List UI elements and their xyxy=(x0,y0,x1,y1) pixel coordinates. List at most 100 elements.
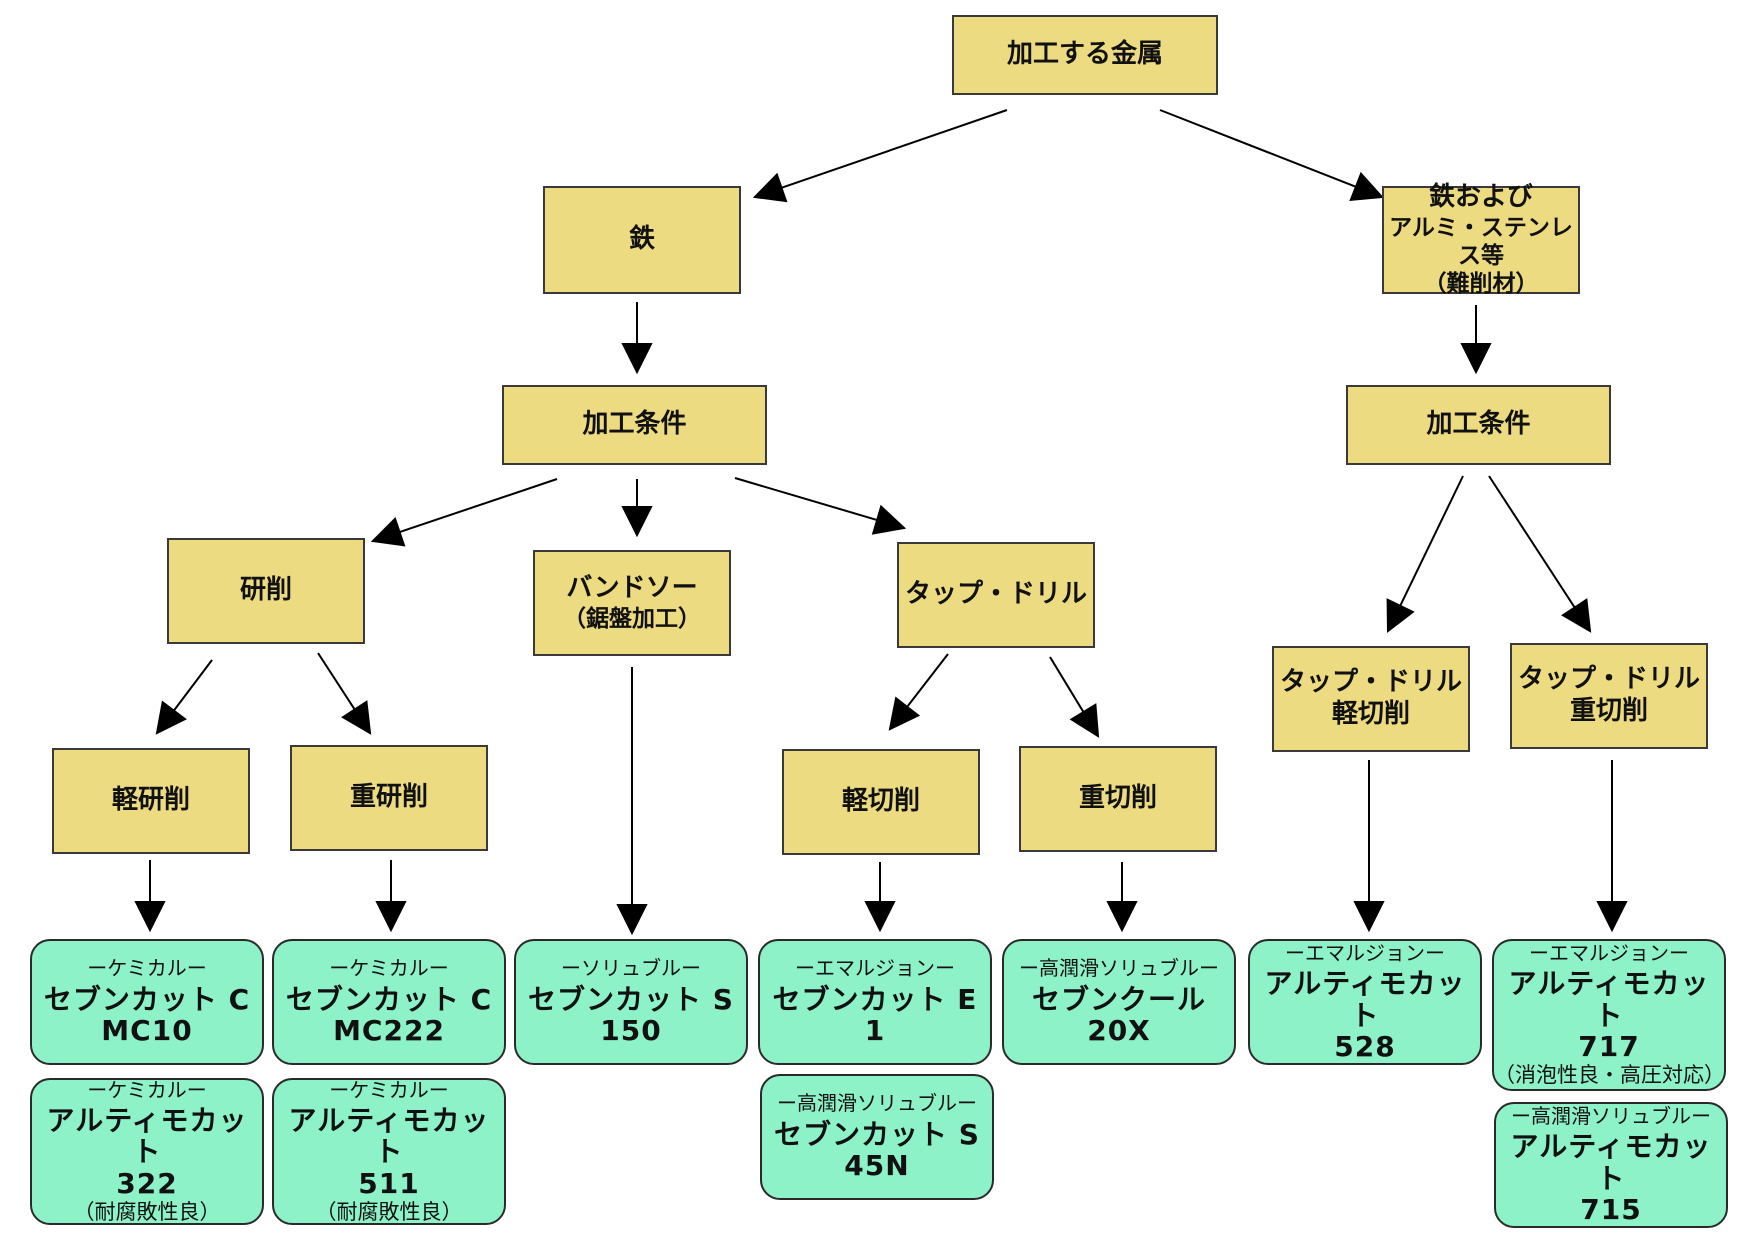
tap-drill-heavy-node: タップ・ドリル 重切削 xyxy=(1510,643,1708,749)
connector-arrow xyxy=(1488,475,1592,633)
product-name: アルティモカット xyxy=(1264,967,1466,1032)
light-cutting-node: 軽切削 xyxy=(782,749,980,855)
condition-left-label: 加工条件 xyxy=(582,409,687,440)
product-category: ー高潤滑ソリュブルー xyxy=(777,1091,977,1116)
connector-arrow xyxy=(1106,862,1138,933)
product-category: ーケミカルー xyxy=(329,956,449,981)
product-code: 715 xyxy=(1580,1192,1642,1226)
iron-node: 鉄 xyxy=(543,186,741,294)
bandsaw-line-1: バンドソー xyxy=(566,573,698,604)
hard-material-line-1: 鉄および xyxy=(1428,182,1533,213)
product-category: ーケミカルー xyxy=(87,1077,207,1102)
product-code: 45N xyxy=(844,1149,910,1183)
product-code: MC222 xyxy=(333,1014,445,1048)
connector-arrow xyxy=(888,653,949,731)
product-name: アルティモカット xyxy=(1510,1130,1712,1195)
tap-drill-label: タップ・ドリル xyxy=(904,579,1087,610)
product-name: アルティモカット xyxy=(46,1103,248,1169)
light-grinding-label: 軽研削 xyxy=(111,785,190,816)
connector-arrow xyxy=(864,862,896,933)
product-code: 1 xyxy=(864,1014,886,1048)
product-name: アルティモカット xyxy=(1508,967,1710,1032)
product-category: ーケミカルー xyxy=(87,956,207,981)
product-category: ー高潤滑ソリュブルー xyxy=(1019,956,1219,981)
tap-drill-heavy-line-2: 重切削 xyxy=(1569,696,1648,726)
tap-drill-light-node: タップ・ドリル 軽切削 xyxy=(1272,646,1470,752)
connector-arrow xyxy=(616,667,648,936)
product-card: ー高潤滑ソリュブルー セブンカット S 45N xyxy=(760,1074,994,1200)
connector-arrow xyxy=(752,109,1008,203)
product-name: セブンカット C xyxy=(285,982,493,1016)
connector-arrow xyxy=(734,477,907,535)
product-code: 322 xyxy=(116,1166,178,1200)
tap-drill-node: タップ・ドリル xyxy=(897,542,1095,648)
heavy-grinding-node: 重研削 xyxy=(290,745,488,851)
product-card: ーエマルジョンー アルティモカット 717 （消泡性良・高圧対応） xyxy=(1492,939,1726,1091)
connector-arrow xyxy=(1049,656,1100,738)
product-card: ーエマルジョンー セブンカット E 1 xyxy=(758,939,992,1065)
product-category: ー高潤滑ソリュブルー xyxy=(1511,1103,1711,1128)
grinding-node: 研削 xyxy=(167,538,365,644)
condition-right-node: 加工条件 xyxy=(1346,385,1611,465)
connector-arrow xyxy=(134,860,166,933)
product-card: ー高潤滑ソリュブルー セブンクール 20X xyxy=(1002,939,1236,1065)
product-category: ーエマルジョンー xyxy=(1529,941,1689,965)
product-code: 20X xyxy=(1087,1014,1151,1048)
product-code: 511 xyxy=(358,1166,420,1200)
tap-drill-heavy-line-1: タップ・ドリル xyxy=(1517,664,1700,695)
bandsaw-node: バンドソー （鋸盤加工） xyxy=(533,550,731,656)
connector-arrow xyxy=(370,478,558,547)
product-card: ーケミカルー セブンカット C MC222 xyxy=(272,939,506,1065)
product-name: セブンカット S xyxy=(774,1117,980,1151)
connector-arrow xyxy=(317,652,372,735)
product-name: セブンカット E xyxy=(772,982,978,1016)
bandsaw-line-2: （鋸盤加工） xyxy=(563,605,701,632)
connector-arrow xyxy=(1353,760,1385,933)
iron-label: 鉄 xyxy=(628,224,655,255)
product-card: ーケミカルー アルティモカット 511 （耐腐敗性良） xyxy=(272,1078,506,1225)
product-category: ーエマルジョンー xyxy=(1285,940,1445,965)
root-node: 加工する金属 xyxy=(952,15,1218,95)
connector-arrow xyxy=(621,479,653,538)
product-name: セブンカット S xyxy=(528,982,734,1016)
hard-material-line-2: アルミ・ステンレス等 xyxy=(1389,214,1573,269)
connector-arrow xyxy=(375,860,407,933)
connector-arrow xyxy=(155,659,213,735)
condition-left-node: 加工条件 xyxy=(502,385,767,465)
connector-arrow xyxy=(1596,760,1628,933)
heavy-cutting-label: 重切削 xyxy=(1078,783,1157,814)
connector-arrow xyxy=(1159,109,1385,201)
product-card: ーソリュブルー セブンカット S 150 xyxy=(514,939,748,1065)
hard-material-line-3: （難削材） xyxy=(1423,270,1539,297)
tap-drill-light-line-1: タップ・ドリル xyxy=(1279,667,1462,698)
light-cutting-label: 軽切削 xyxy=(841,786,920,817)
product-code: 150 xyxy=(600,1014,662,1048)
product-code: 717 xyxy=(1578,1030,1640,1064)
product-name: セブンカット C xyxy=(43,982,251,1016)
product-category: ーケミカルー xyxy=(329,1077,449,1102)
product-category: ーエマルジョンー xyxy=(795,956,955,981)
product-name: アルティモカット xyxy=(288,1103,490,1169)
product-category: ーソリュブルー xyxy=(561,956,701,981)
tap-drill-light-line-2: 軽切削 xyxy=(1331,699,1410,729)
heavy-cutting-node: 重切削 xyxy=(1019,746,1217,852)
connector-arrow xyxy=(621,302,653,375)
light-grinding-node: 軽研削 xyxy=(52,748,250,854)
product-note: （耐腐敗性良） xyxy=(315,1199,463,1224)
product-card: ーケミカルー セブンカット C MC10 xyxy=(30,939,264,1065)
product-note: （耐腐敗性良） xyxy=(73,1199,221,1224)
product-card: ー高潤滑ソリュブルー アルティモカット 715 xyxy=(1494,1102,1728,1228)
root-label: 加工する金属 xyxy=(1006,39,1163,70)
product-code: 528 xyxy=(1334,1029,1396,1063)
connector-arrow xyxy=(1386,475,1464,634)
product-card: ーケミカルー アルティモカット 322 （耐腐敗性良） xyxy=(30,1078,264,1225)
product-note: （消泡性良・高圧対応） xyxy=(1494,1063,1725,1088)
product-name: セブンクール xyxy=(1031,982,1206,1016)
product-code: MC10 xyxy=(101,1014,193,1048)
connector-arrow xyxy=(1460,305,1492,375)
product-card: ーエマルジョンー アルティモカット 528 xyxy=(1248,939,1482,1065)
heavy-grinding-label: 重研削 xyxy=(349,782,428,813)
hard-material-node: 鉄および アルミ・ステンレス等 （難削材） xyxy=(1382,182,1580,297)
condition-right-label: 加工条件 xyxy=(1426,409,1531,440)
